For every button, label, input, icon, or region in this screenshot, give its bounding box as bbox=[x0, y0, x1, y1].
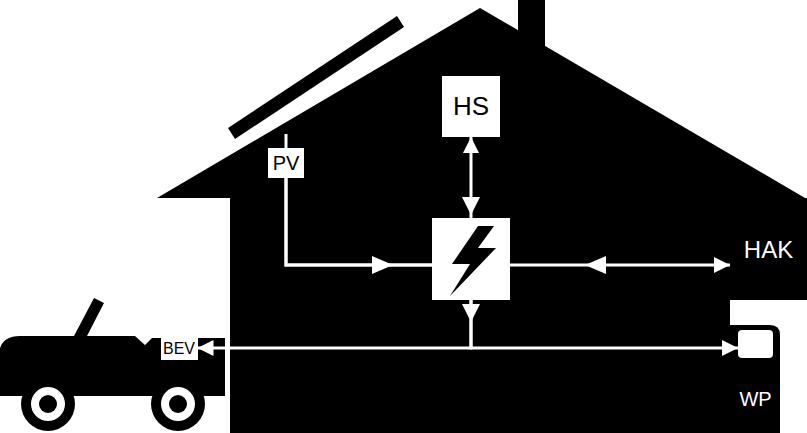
car-wheel-hub bbox=[39, 395, 57, 413]
power-line bbox=[286, 178, 738, 348]
node-label: HAK bbox=[744, 237, 793, 263]
heat-pump-box: WP bbox=[738, 330, 773, 358]
arrowhead bbox=[462, 197, 480, 215]
node-label: BEV bbox=[163, 340, 195, 358]
energy-manager-box bbox=[432, 218, 510, 300]
node-label: PV bbox=[273, 152, 300, 174]
house-silhouette bbox=[157, 8, 807, 433]
lightning-symbol bbox=[450, 226, 496, 296]
bev-label: BEV bbox=[161, 338, 198, 360]
arrowhead bbox=[585, 256, 606, 274]
node-label: HS bbox=[453, 92, 489, 121]
pv-box: PV bbox=[268, 148, 304, 178]
storage-box: HS bbox=[442, 76, 500, 137]
solar-panel bbox=[228, 16, 404, 139]
power-line bbox=[198, 178, 472, 348]
car-wheel bbox=[21, 377, 75, 431]
node-label: WP bbox=[739, 388, 771, 410]
car-wheel bbox=[151, 377, 205, 431]
car-wheel-ring bbox=[31, 387, 65, 421]
hak-panel: HAK bbox=[730, 200, 807, 300]
panel-wire bbox=[285, 134, 288, 148]
arrowhead bbox=[462, 304, 480, 322]
car-wheel-hub bbox=[169, 395, 187, 413]
wp-housing bbox=[728, 325, 780, 433]
arrowhead bbox=[372, 256, 393, 274]
car-wheel-ring bbox=[161, 387, 195, 421]
chimney bbox=[518, 0, 545, 50]
